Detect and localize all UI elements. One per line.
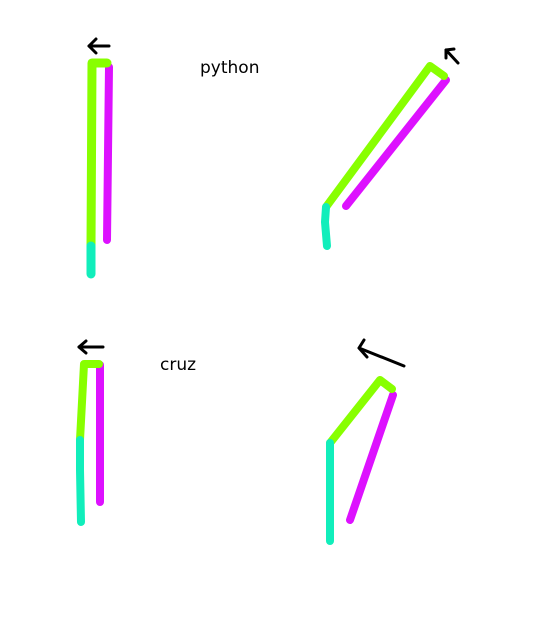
cruz-straight-arrow-icon (77, 339, 105, 355)
cruz-straight-teal-stroke (76, 436, 85, 526)
cruz-straight-figure (76, 339, 105, 526)
python-straight-green-stroke (86, 58, 112, 251)
cruz-tilted-green-stroke (326, 376, 396, 447)
python-tilted-magenta-stroke (342, 76, 450, 210)
python-tilted-figure (321, 47, 460, 250)
cruz-label: cruz (160, 355, 197, 375)
python-label: python (200, 58, 260, 78)
cruz-tilted-magenta-stroke (346, 391, 397, 524)
python-straight-figure (86, 37, 113, 279)
cruz-tilted-figure (326, 338, 406, 545)
cruz-tilted-arrow-icon (357, 338, 406, 368)
python-straight-magenta-stroke (103, 63, 113, 244)
python-tilted-teal-stroke (321, 203, 331, 250)
python-tilted-arrow-icon (444, 47, 460, 65)
cruz-straight-green-stroke (76, 360, 103, 444)
python-straight-arrow-icon (87, 37, 111, 55)
python-tilted-green-stroke (322, 62, 448, 211)
